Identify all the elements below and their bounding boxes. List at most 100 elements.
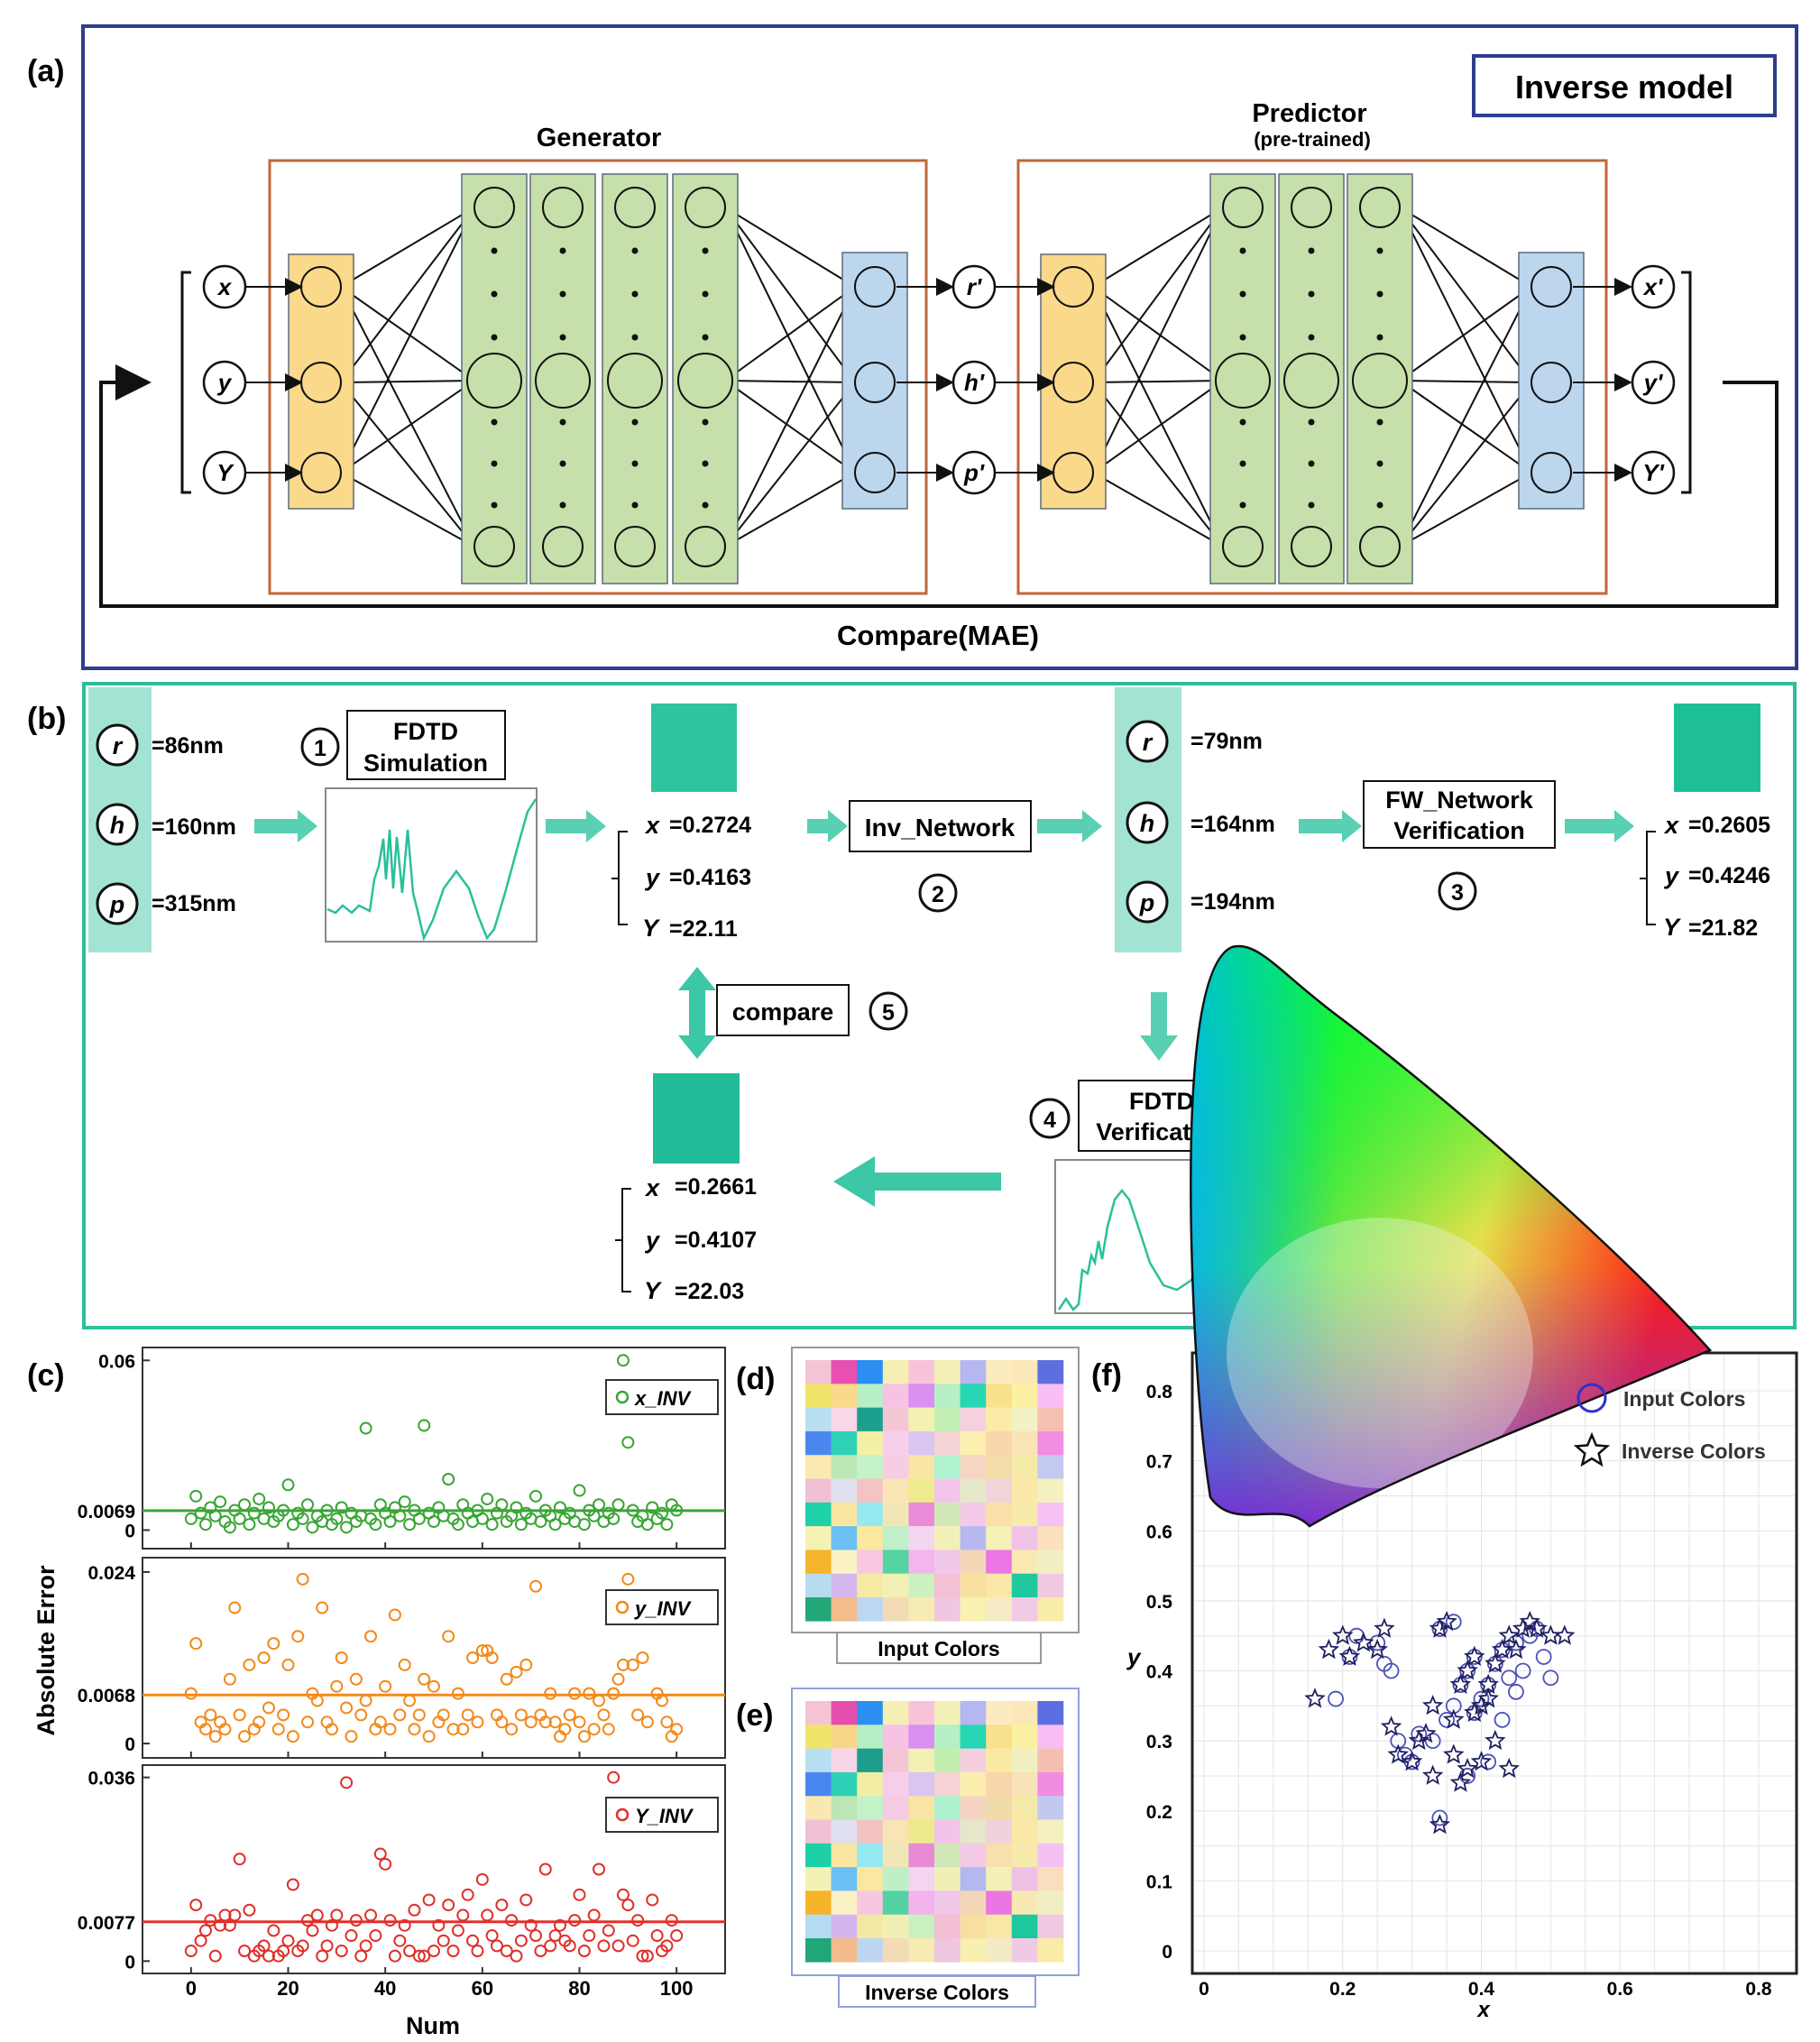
f-ytick-label: 0.2 bbox=[1146, 1802, 1172, 1823]
data-point bbox=[656, 1506, 669, 1520]
color-cell bbox=[908, 1360, 935, 1384]
svg-text:=0.4246: =0.4246 bbox=[1688, 863, 1770, 888]
step2-badge bbox=[918, 873, 958, 913]
xtick-label: 0 bbox=[186, 1977, 197, 2000]
color-cell bbox=[857, 1502, 884, 1527]
data-point bbox=[611, 1672, 625, 1686]
compare-label: compare bbox=[732, 998, 834, 1026]
neuron bbox=[1052, 362, 1094, 403]
svg-text:r: r bbox=[1143, 729, 1154, 756]
data-point bbox=[602, 1924, 615, 1937]
svg-text:Y: Y bbox=[642, 915, 661, 942]
data-point bbox=[461, 1708, 474, 1722]
data-point bbox=[593, 1498, 606, 1512]
color-cell bbox=[857, 1748, 884, 1773]
data-point bbox=[277, 1708, 290, 1722]
data-point bbox=[286, 1730, 299, 1743]
color-cell bbox=[908, 1407, 935, 1432]
legend-inverse-marker bbox=[1573, 1431, 1611, 1467]
f-xtick-label: 0.4 bbox=[1468, 1979, 1495, 2000]
svg-text:h: h bbox=[110, 812, 125, 839]
data-point bbox=[228, 1601, 242, 1614]
svg-text:r: r bbox=[113, 732, 124, 759]
svg-text:h: h bbox=[1140, 810, 1155, 837]
spectrum-plot-1 bbox=[325, 787, 538, 943]
ytick-label: 0 bbox=[124, 1521, 135, 1541]
data-point bbox=[656, 1694, 669, 1707]
color-cell bbox=[1011, 1360, 1038, 1384]
generator-label: Generator bbox=[537, 124, 662, 152]
data-point bbox=[616, 1888, 630, 1901]
data-point bbox=[214, 1495, 227, 1509]
color-cell bbox=[934, 1455, 961, 1479]
color-cell bbox=[986, 1938, 1013, 1963]
step1-box bbox=[346, 710, 506, 780]
color-cell bbox=[1011, 1597, 1038, 1622]
neuron bbox=[473, 187, 515, 228]
input-colors-label: Input Colors bbox=[878, 1637, 999, 1660]
step1-label-1: FDTD bbox=[393, 718, 458, 745]
color-cell bbox=[1037, 1597, 1064, 1622]
inverse-color-point bbox=[1505, 1638, 1527, 1660]
color-cell bbox=[882, 1550, 909, 1574]
data-point bbox=[451, 1924, 464, 1937]
input-bracket bbox=[180, 271, 191, 494]
data-point bbox=[228, 1909, 242, 1922]
legend-text: y_INV bbox=[634, 1597, 692, 1620]
data-point bbox=[262, 1701, 275, 1715]
input-color-point bbox=[1508, 1683, 1524, 1700]
data-point bbox=[267, 1637, 280, 1651]
color-cell bbox=[934, 1890, 961, 1915]
generator-network bbox=[288, 173, 908, 584]
input-color-point bbox=[1431, 1809, 1448, 1826]
svg-text:p: p bbox=[1139, 889, 1155, 916]
input-color-point bbox=[1535, 1649, 1552, 1665]
color-swatch-4 bbox=[653, 1073, 740, 1164]
mid-output-node-1-label: h' bbox=[964, 369, 985, 396]
color-cell bbox=[1011, 1455, 1038, 1479]
data-point bbox=[373, 1847, 387, 1861]
inv-network-label: Inv_Network bbox=[865, 814, 1016, 842]
neuron bbox=[300, 266, 342, 308]
mid-output-node-0-label: r' bbox=[967, 273, 982, 300]
gen-net-layer-3 bbox=[602, 173, 668, 584]
color-cell bbox=[1037, 1526, 1064, 1550]
data-point bbox=[626, 1658, 639, 1671]
data-point bbox=[383, 1723, 397, 1736]
color-cell bbox=[986, 1725, 1013, 1749]
color-cell bbox=[882, 1407, 909, 1432]
inverse-color-point bbox=[1387, 1743, 1410, 1764]
color-cell bbox=[1011, 1701, 1038, 1725]
inverse-color-point bbox=[1366, 1638, 1388, 1660]
panel-d: (d) Input Colors bbox=[736, 1347, 1080, 1664]
data-point bbox=[286, 1518, 299, 1532]
data-point bbox=[208, 1509, 222, 1522]
color-cell bbox=[831, 1914, 858, 1939]
color-cell bbox=[986, 1573, 1013, 1598]
series-inverse-colors bbox=[1304, 1610, 1576, 1835]
color-cell bbox=[1011, 1771, 1038, 1797]
data-point bbox=[583, 1687, 596, 1700]
fw-network-label-2: Verification bbox=[1393, 817, 1525, 844]
color-cell bbox=[960, 1526, 987, 1550]
ytick-label: 0.0068 bbox=[78, 1686, 136, 1706]
data-point bbox=[184, 1945, 198, 1958]
f-ytick-label: 0.5 bbox=[1146, 1592, 1173, 1613]
data-point bbox=[607, 1771, 620, 1784]
data-point bbox=[534, 1945, 547, 1958]
input-color-point bbox=[1473, 1690, 1490, 1707]
color-cell bbox=[960, 1573, 987, 1598]
data-point bbox=[558, 1723, 572, 1736]
data-point bbox=[646, 1501, 659, 1514]
xtick-label: 20 bbox=[277, 1977, 299, 2000]
compare-box bbox=[716, 984, 850, 1036]
svg-text:=79nm: =79nm bbox=[1190, 729, 1263, 754]
output-node-2: Y' bbox=[1631, 450, 1676, 495]
data-point bbox=[325, 1918, 338, 1932]
color-cell bbox=[908, 1455, 935, 1479]
xtick-label: 40 bbox=[374, 1977, 396, 2000]
color-cell bbox=[857, 1430, 884, 1456]
color-cell bbox=[1037, 1867, 1064, 1891]
data-point bbox=[218, 1909, 232, 1922]
